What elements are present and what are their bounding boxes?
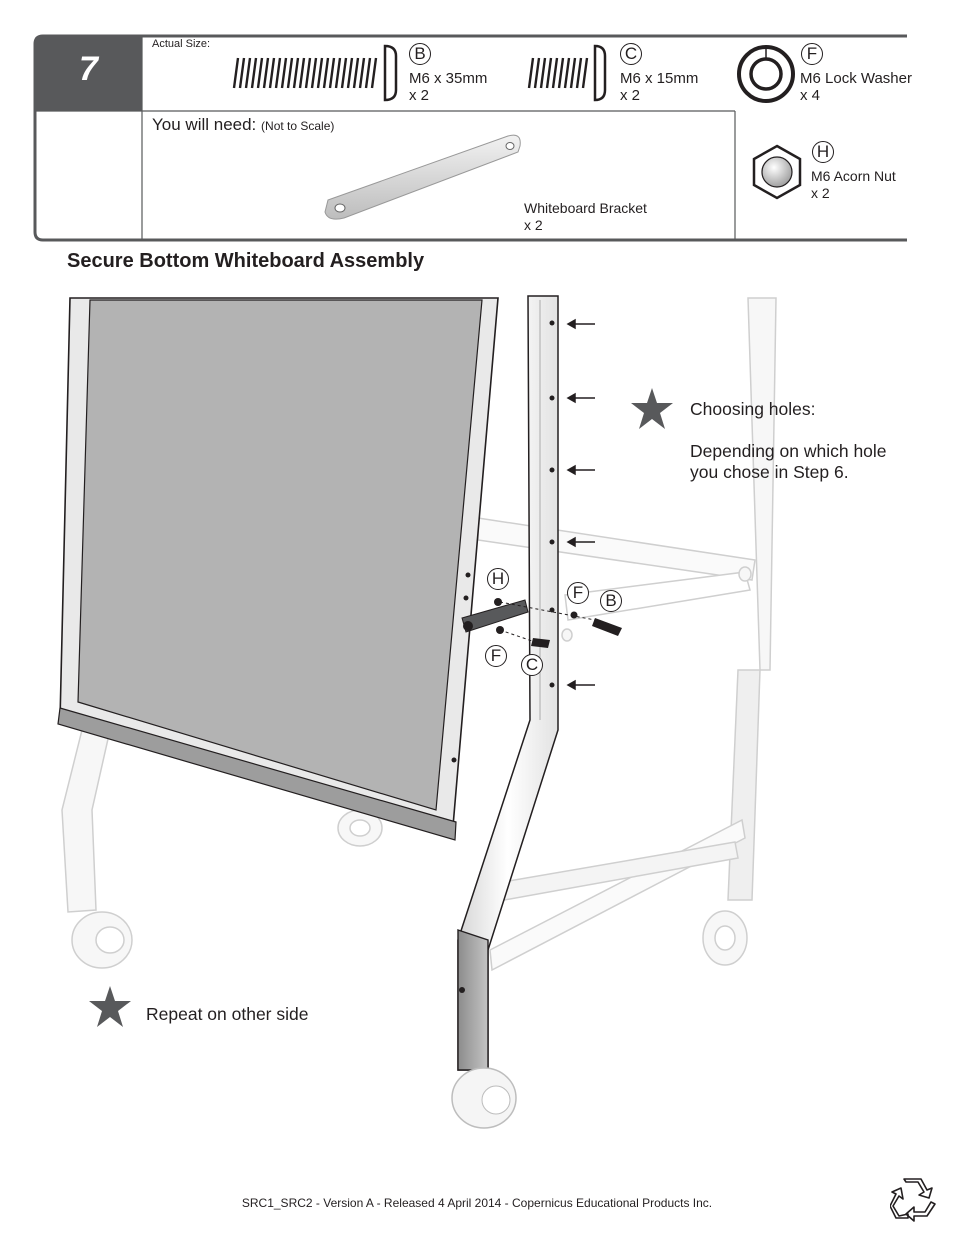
bracket-name: Whiteboard Bracket (524, 200, 647, 216)
choosing-holes-title: Choosing holes: (690, 399, 816, 419)
section-title: Secure Bottom Whiteboard Assembly (67, 250, 425, 272)
you-will-need-text: You will need: (152, 115, 257, 134)
part-c-name: M6 x 15mm (620, 70, 699, 87)
front-leg (451, 295, 559, 1129)
part-b-letter: B (409, 43, 431, 65)
callout-c: C (521, 654, 543, 676)
part-h-name: M6 Acorn Nut (811, 168, 896, 184)
repeat-note: Repeat on other side (146, 1004, 309, 1024)
whiteboard-bracket-icon (324, 134, 521, 220)
actual-size-label: Actual Size: (152, 38, 211, 50)
part-c-qty: x 2 (620, 87, 641, 104)
callout-h: H (487, 568, 509, 590)
callout-f-bottom: F (485, 645, 507, 667)
bracket-assembly (461, 598, 622, 648)
step-number-tab (35, 36, 142, 111)
part-c-letter: C (620, 43, 642, 65)
recycle-icon (890, 1178, 936, 1222)
whiteboard-panel (57, 297, 499, 841)
part-b-qty: x 2 (409, 87, 430, 104)
bolt-c-icon (527, 44, 607, 102)
part-h-letter: H (812, 141, 834, 163)
part-h-qty: x 2 (811, 185, 830, 201)
choosing-holes-line1: Depending on which hole (690, 441, 887, 461)
assembly-illustration (57, 295, 777, 1129)
choosing-holes-line2: you chose in Step 6. (690, 462, 849, 482)
acorn-nut-icon (752, 144, 802, 200)
not-to-scale-text: (Not to Scale) (261, 119, 335, 133)
star-icon (89, 986, 131, 1027)
lock-washer-icon (737, 45, 795, 103)
part-f-qty: x 4 (800, 87, 821, 104)
hole-arrows (566, 318, 595, 691)
callout-f-top: F (567, 582, 589, 604)
callout-b: B (600, 590, 622, 612)
part-f-name: M6 Lock Washer (800, 70, 912, 87)
you-will-need-label: You will need: (Not to Scale) (152, 115, 334, 135)
part-f-letter: F (801, 43, 823, 65)
footer-text: SRC1_SRC2 - Version A - Released 4 April… (241, 1196, 713, 1210)
part-b-name: M6 x 35mm (409, 70, 488, 87)
step-number: 7 (79, 50, 98, 88)
star-icon (631, 388, 673, 429)
bolt-b-icon (232, 44, 398, 102)
bracket-qty: x 2 (524, 217, 543, 233)
